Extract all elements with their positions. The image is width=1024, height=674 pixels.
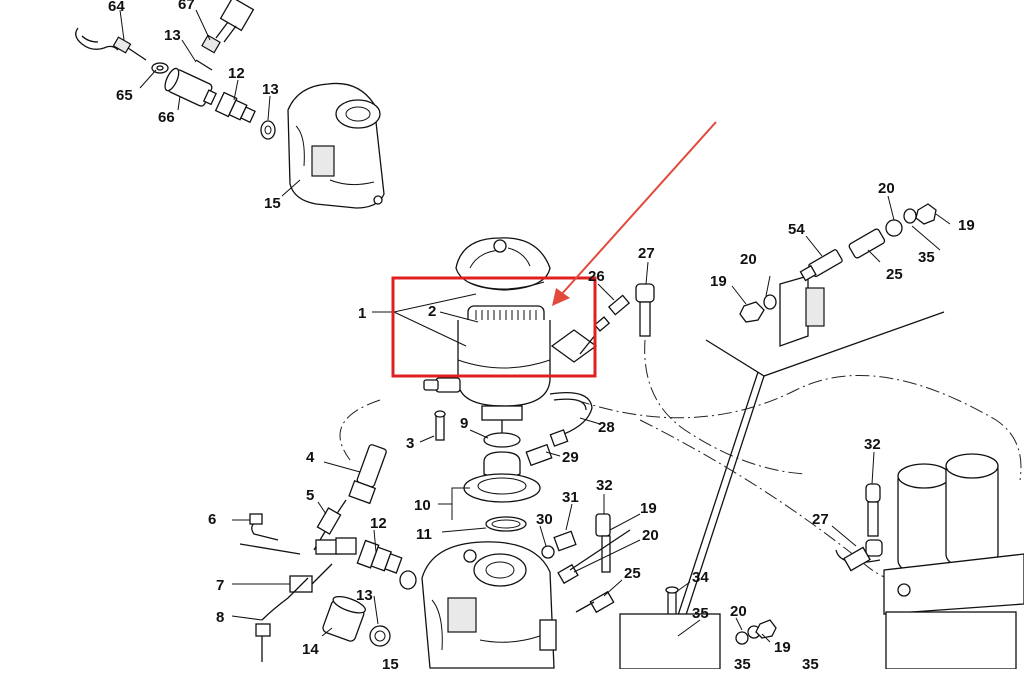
callout-13: 13 [262,81,279,98]
callout-20: 20 [730,603,747,620]
callout-28: 28 [598,419,615,436]
callout-15: 15 [382,656,399,669]
callout-30: 30 [536,511,553,528]
callout-11: 11 [416,526,432,543]
callout-2: 2 [428,303,436,320]
callout-64: 64 [108,0,125,15]
callout-20: 20 [740,251,757,268]
hose-fittings [239,444,417,662]
callout-3: 3 [406,435,414,452]
callout-35: 35 [918,249,935,266]
callout-12: 12 [228,65,245,82]
callout-1: 1 [358,305,366,322]
inset-pump-assembly [75,0,385,209]
callout-19: 19 [640,500,657,517]
callout-27: 27 [638,245,655,262]
callout-35: 35 [734,656,751,669]
callout-13: 13 [356,587,373,604]
callout-67: 67 [178,0,195,13]
callout-54: 54 [788,221,805,238]
callout-25: 25 [624,565,641,582]
fitting-26-27 [579,283,806,475]
lower-right-hardware [619,586,777,670]
highlight-box [391,276,597,378]
leader-lines [119,9,951,643]
callout-6: 6 [208,511,216,528]
callout-15: 15 [264,195,281,212]
callout-5: 5 [306,487,314,504]
callout-26: 26 [588,268,605,285]
callout-12: 12 [370,515,387,532]
cylinder-assembly [835,453,1024,670]
callout-29: 29 [562,449,579,466]
callout-7: 7 [216,577,224,594]
callout-19: 19 [774,639,791,656]
callout-20: 20 [878,180,895,197]
callout-35: 35 [802,656,819,669]
callout-32: 32 [596,477,613,494]
callout-4: 4 [306,449,315,466]
callout-8: 8 [216,609,224,626]
callout-31: 31 [562,489,579,506]
callout-35: 35 [692,605,709,622]
callout-65: 65 [116,87,133,104]
red-arrow [552,121,717,306]
callout-27: 27 [812,511,829,528]
filter-assembly [423,237,598,532]
port-fittings [541,513,631,614]
callout-19: 19 [958,217,975,234]
main-pump [421,541,557,669]
callout-9: 9 [460,415,468,432]
callout-34: 34 [692,569,709,586]
callout-14: 14 [302,641,319,658]
callout-25: 25 [886,266,903,283]
callout-10: 10 [414,497,431,514]
callout-66: 66 [158,109,175,126]
callout-20: 20 [642,527,659,544]
bracket-assembly [339,203,1022,671]
callout-13: 13 [164,27,181,44]
callout-32: 32 [864,436,881,453]
callout-19: 19 [710,273,727,290]
